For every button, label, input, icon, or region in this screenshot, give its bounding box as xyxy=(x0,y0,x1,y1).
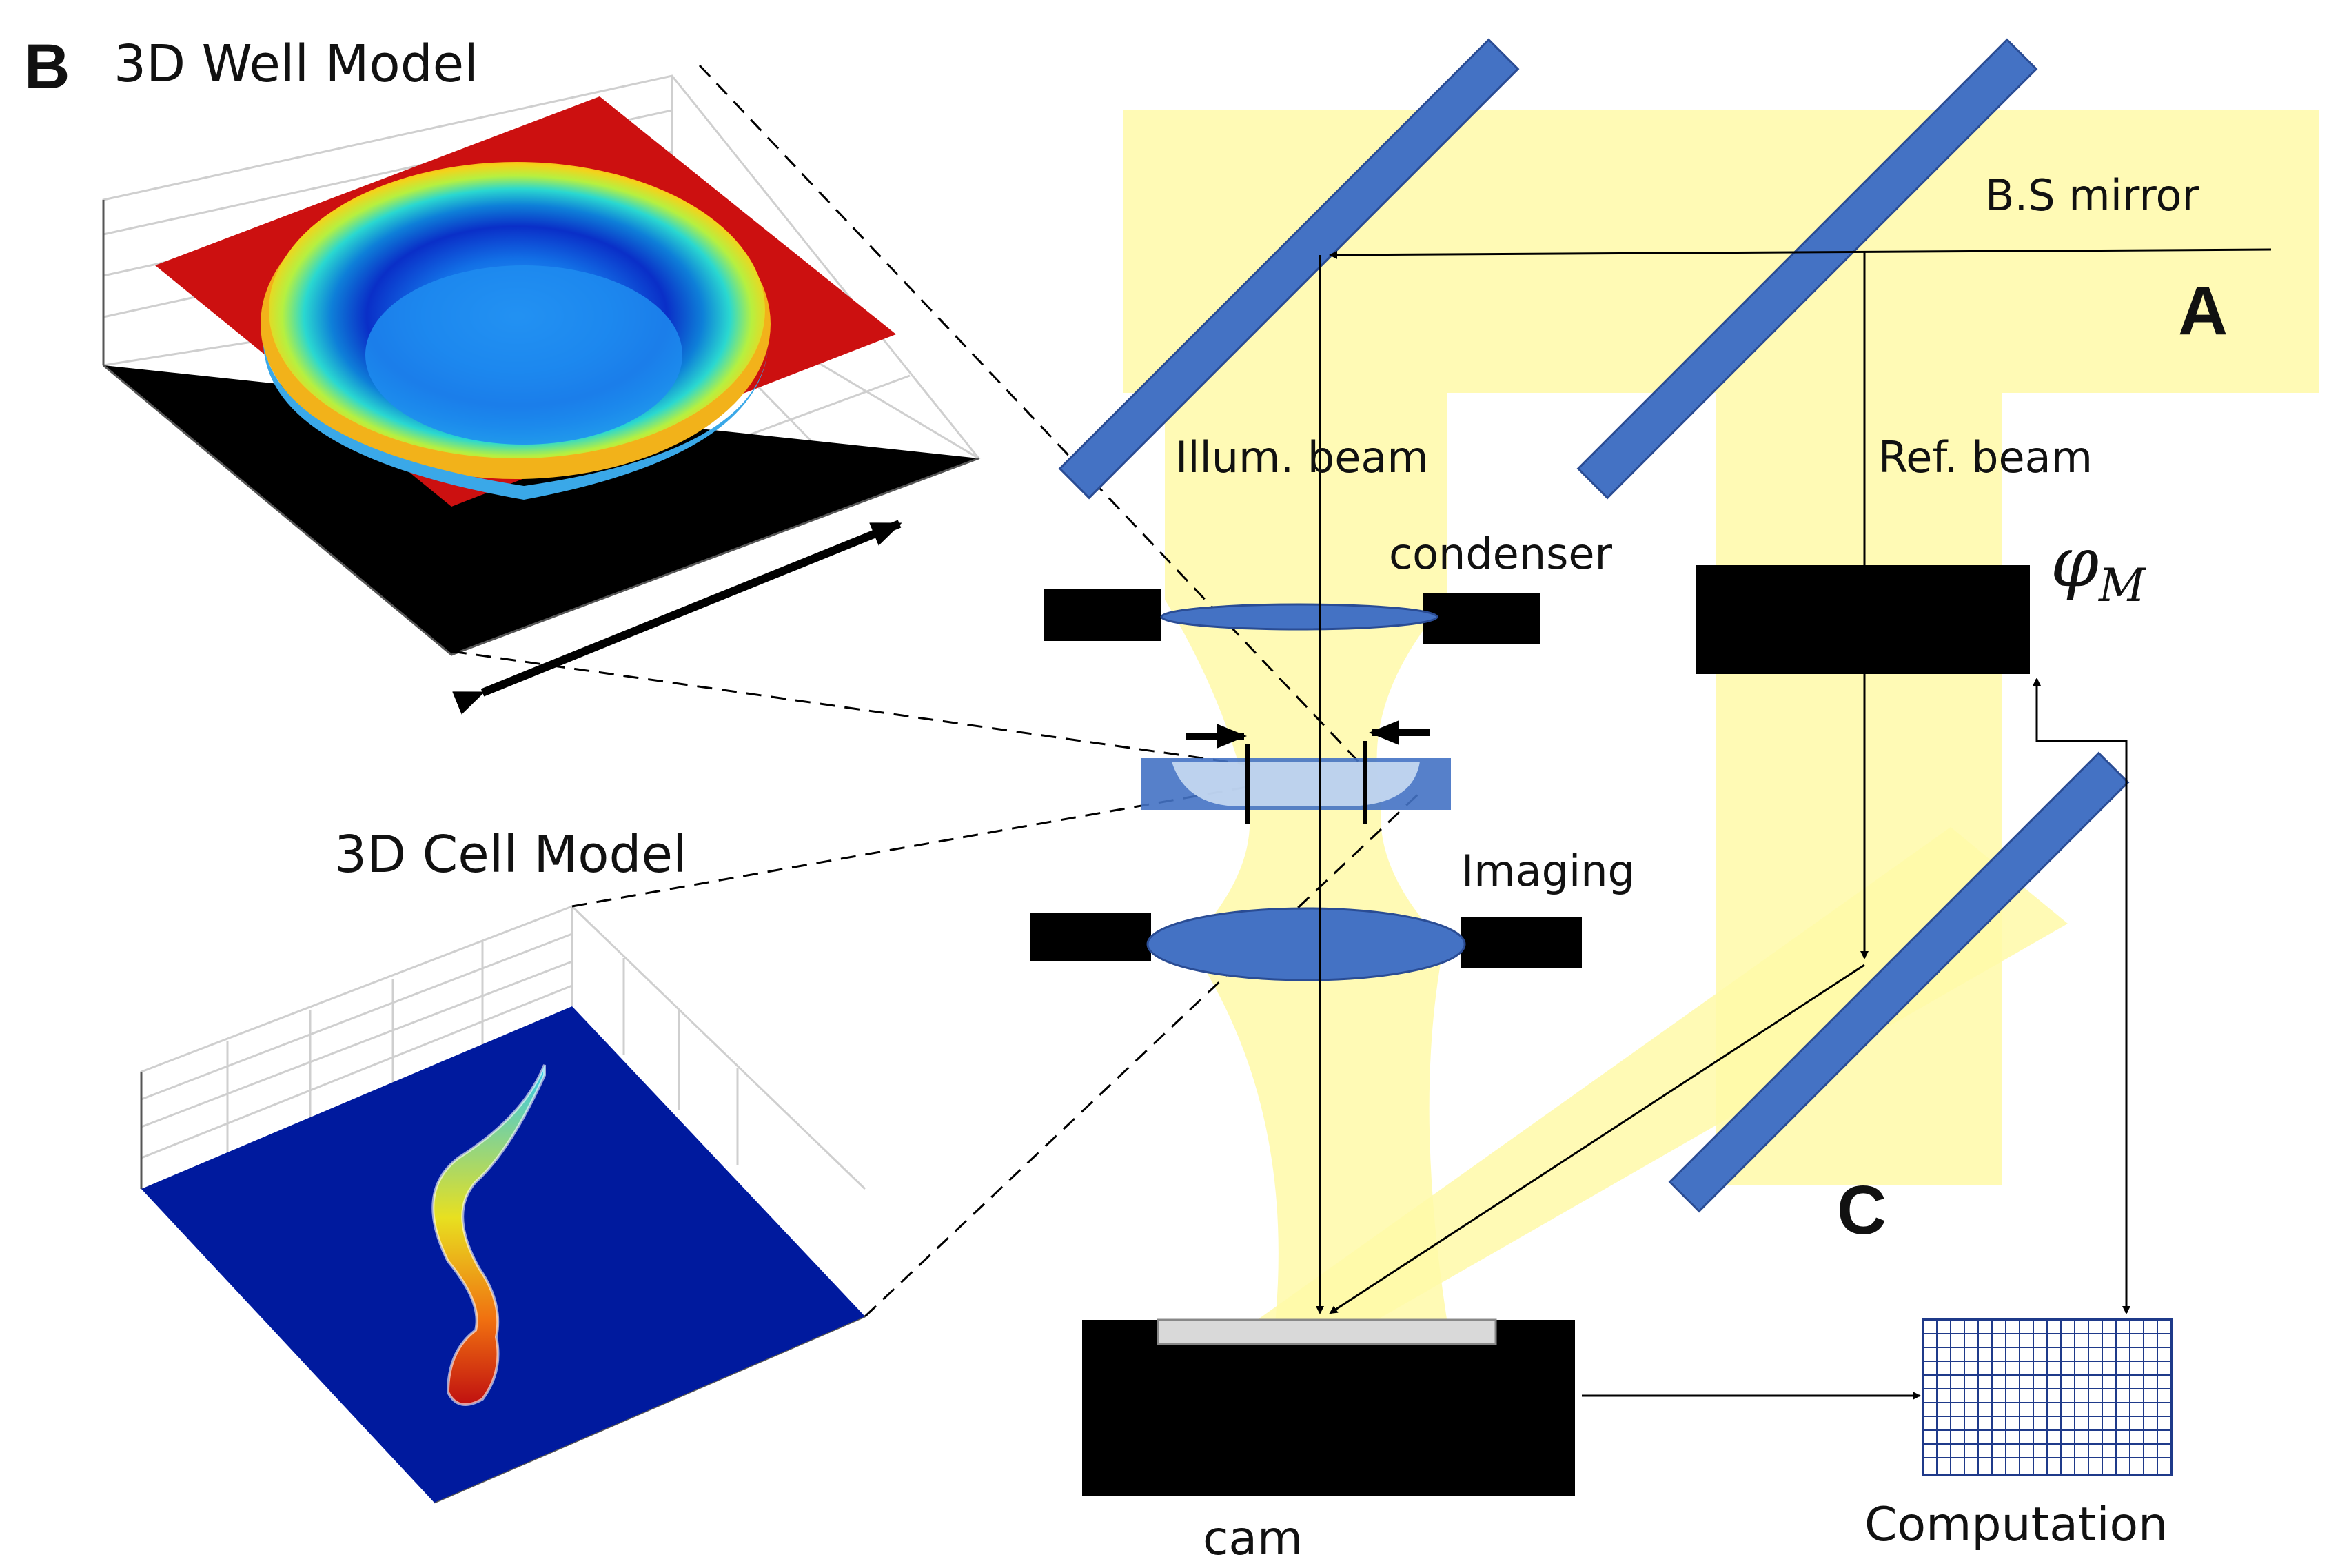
panel-label-a: A xyxy=(2178,272,2228,349)
condenser-lens-assembly xyxy=(1044,589,1540,644)
lower-mirror xyxy=(1668,751,2130,1213)
cell-model-title: 3D Cell Model xyxy=(334,825,687,884)
cell-model-plot: 3D Cell Model xyxy=(140,825,866,1504)
cell-body xyxy=(431,1064,546,1406)
mirrors xyxy=(1058,38,2130,1213)
bs-mirror-label: B.S mirror xyxy=(1985,170,2199,221)
reference-ray-reflected xyxy=(1329,964,1865,1314)
condenser-mount-right xyxy=(1423,593,1540,644)
ref-beam-label: Ref. beam xyxy=(1878,432,2093,482)
computation-grid xyxy=(1922,1318,2173,1476)
sample-well xyxy=(1141,720,1451,824)
well-model-plot: B 3D Well Model xyxy=(24,32,981,715)
sample-well-cavity xyxy=(1172,762,1420,806)
imaging-lens xyxy=(1146,907,1466,981)
well-bowl-rim xyxy=(263,341,769,500)
cell-plane xyxy=(141,1006,865,1503)
left-mirror xyxy=(1058,38,1520,500)
imaging-label: Imaging xyxy=(1461,846,1635,896)
well-model-title: 3D Well Model xyxy=(114,34,478,94)
camera-sensor xyxy=(1157,1318,1497,1345)
bs-mirror xyxy=(1576,38,2038,500)
imaging-lens-assembly xyxy=(1030,907,1582,981)
imaging-mount-left xyxy=(1030,913,1151,961)
ray-lines xyxy=(1316,248,2272,1400)
camera-body xyxy=(1082,1320,1575,1496)
panel-label-b: B xyxy=(24,32,70,102)
scale-arrow xyxy=(452,520,902,715)
input-ray xyxy=(1329,248,2272,259)
phase-modulator-label: φM xyxy=(2051,522,2146,612)
panel-label-c: C xyxy=(1837,1172,1886,1249)
cam-label: cam xyxy=(1203,1511,1303,1566)
illum-beam-label: Illum. beam xyxy=(1175,432,1429,482)
camera xyxy=(1082,1318,1575,1496)
computation-label: Computation xyxy=(1864,1498,2168,1552)
condenser-mount-left xyxy=(1044,589,1161,641)
condenser-lens xyxy=(1160,603,1438,631)
imaging-mount-right xyxy=(1461,917,1582,968)
well-bowl-floor xyxy=(365,265,682,445)
phase-modulator xyxy=(1696,565,2030,674)
condenser-label: condenser xyxy=(1389,529,1613,579)
